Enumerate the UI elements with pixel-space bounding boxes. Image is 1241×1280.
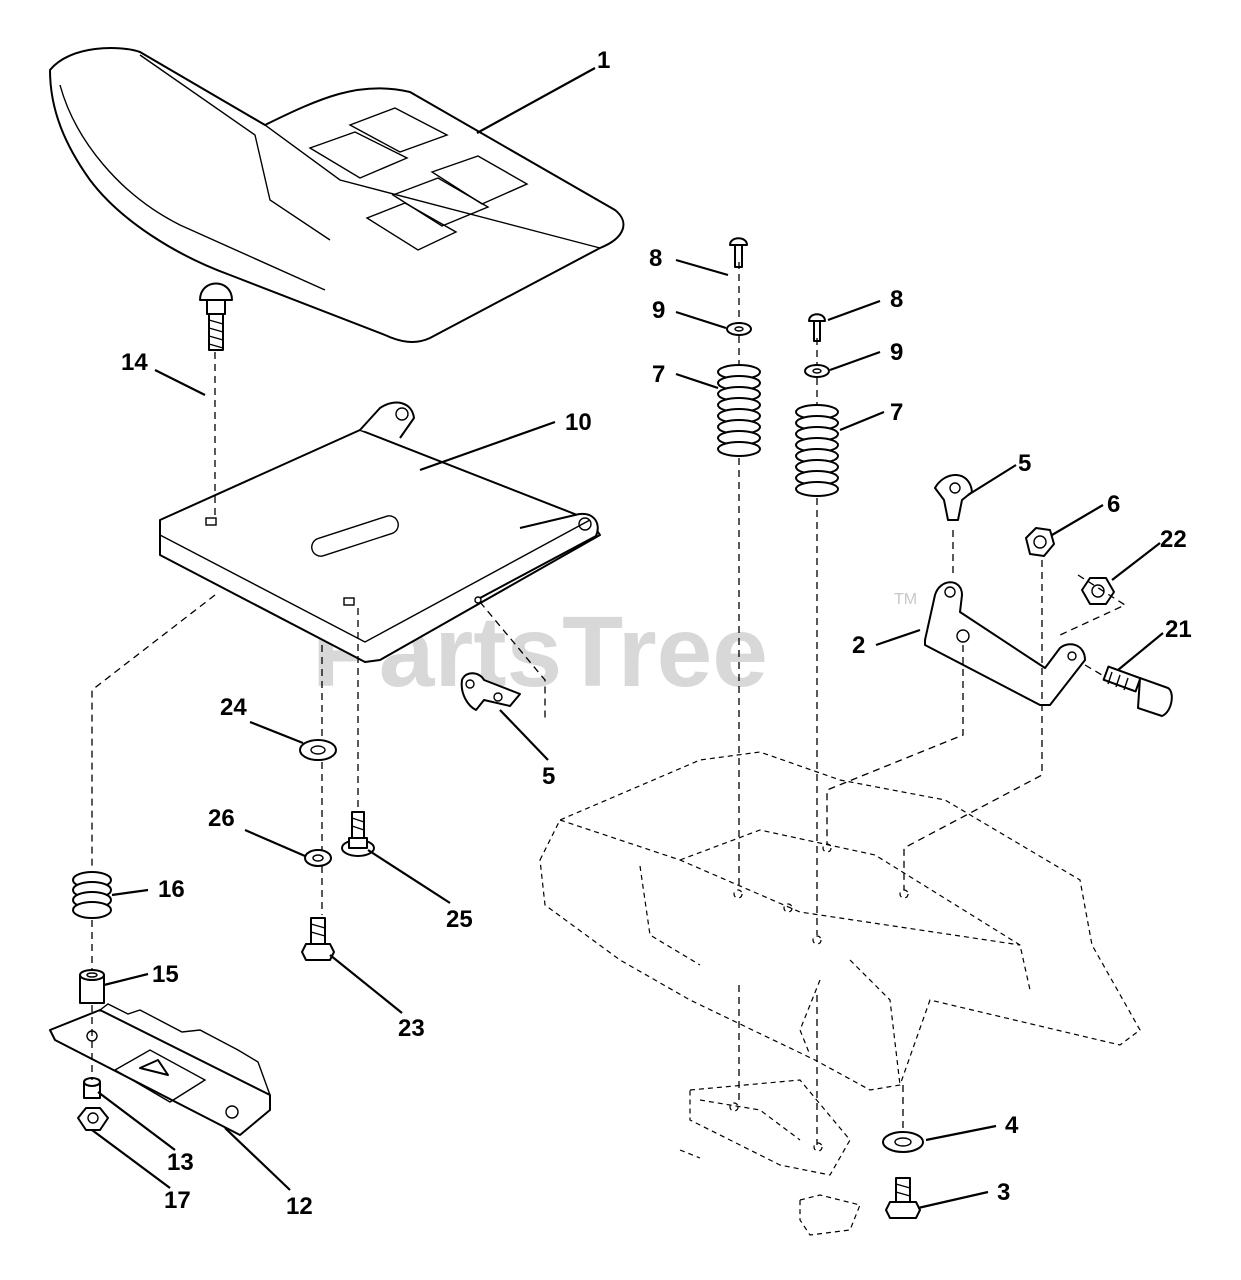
carriage-bolt-part: [199, 282, 233, 351]
knob-bolt-part: [1102, 665, 1173, 717]
bracket-2-part: [924, 581, 1086, 706]
bushing-13-part: [83, 1077, 101, 1099]
callout-14: 14: [121, 349, 148, 376]
callout-7a: 7: [652, 361, 665, 388]
callout-5a: 5: [1018, 450, 1031, 477]
bolt-23-part: [301, 917, 335, 961]
lock-washer-part: [304, 849, 332, 867]
callout-17: 17: [164, 1187, 191, 1214]
callout-9b: 9: [890, 339, 903, 366]
spacer-15-part: [79, 969, 105, 1004]
bolt-3-part: [885, 1177, 921, 1219]
callout-8a: 8: [649, 245, 662, 272]
callout-2: 2: [852, 632, 865, 659]
bracket-12-part: [49, 1003, 271, 1136]
watermark-trademark: TM: [894, 591, 917, 608]
clip-upper-part: [934, 474, 973, 521]
washer-4-part: [882, 1131, 924, 1153]
seat-part: [49, 47, 625, 343]
nut-22-part: [1081, 577, 1115, 605]
callout-9a: 9: [652, 297, 665, 324]
spring-stack-left: [717, 237, 761, 457]
spring-coils-left: [717, 364, 761, 457]
spring-16-part: [72, 871, 112, 919]
callout-23: 23: [398, 1015, 425, 1042]
assembly-lines: [91, 262, 1127, 1145]
callout-5b: 5: [542, 763, 555, 790]
callout-16: 16: [158, 876, 185, 903]
seat-pan-part: [159, 401, 601, 663]
leader-lines: [91, 67, 1164, 1210]
callout-26: 26: [208, 805, 235, 832]
callout-12: 12: [286, 1193, 313, 1220]
callout-21: 21: [1165, 616, 1192, 643]
callout-10: 10: [565, 409, 592, 436]
callout-3: 3: [997, 1179, 1010, 1206]
shoulder-bolt-part: [341, 811, 375, 857]
spring-stack-right: [795, 313, 839, 497]
spring-coils-right: [795, 404, 839, 497]
callout-labels: 1 14 10 8 9 7 8 9 7 5 6 22 2 21 24 5 26 …: [121, 47, 1192, 1220]
callout-13: 13: [167, 1149, 194, 1176]
washer-24-part: [299, 739, 337, 761]
callout-6: 6: [1107, 491, 1120, 518]
callout-15: 15: [152, 961, 179, 988]
clip-lower-part: [460, 672, 521, 711]
nut-6-part: [1025, 527, 1055, 557]
callout-1: 1: [597, 47, 610, 74]
callout-7b: 7: [890, 399, 903, 426]
nut-17-part: [77, 1107, 109, 1131]
callout-24: 24: [220, 694, 247, 721]
callout-8b: 8: [890, 286, 903, 313]
tractor-frame-phantom: [539, 751, 1141, 1236]
callout-25: 25: [446, 906, 473, 933]
callout-22: 22: [1160, 526, 1187, 553]
callout-4: 4: [1005, 1112, 1019, 1139]
